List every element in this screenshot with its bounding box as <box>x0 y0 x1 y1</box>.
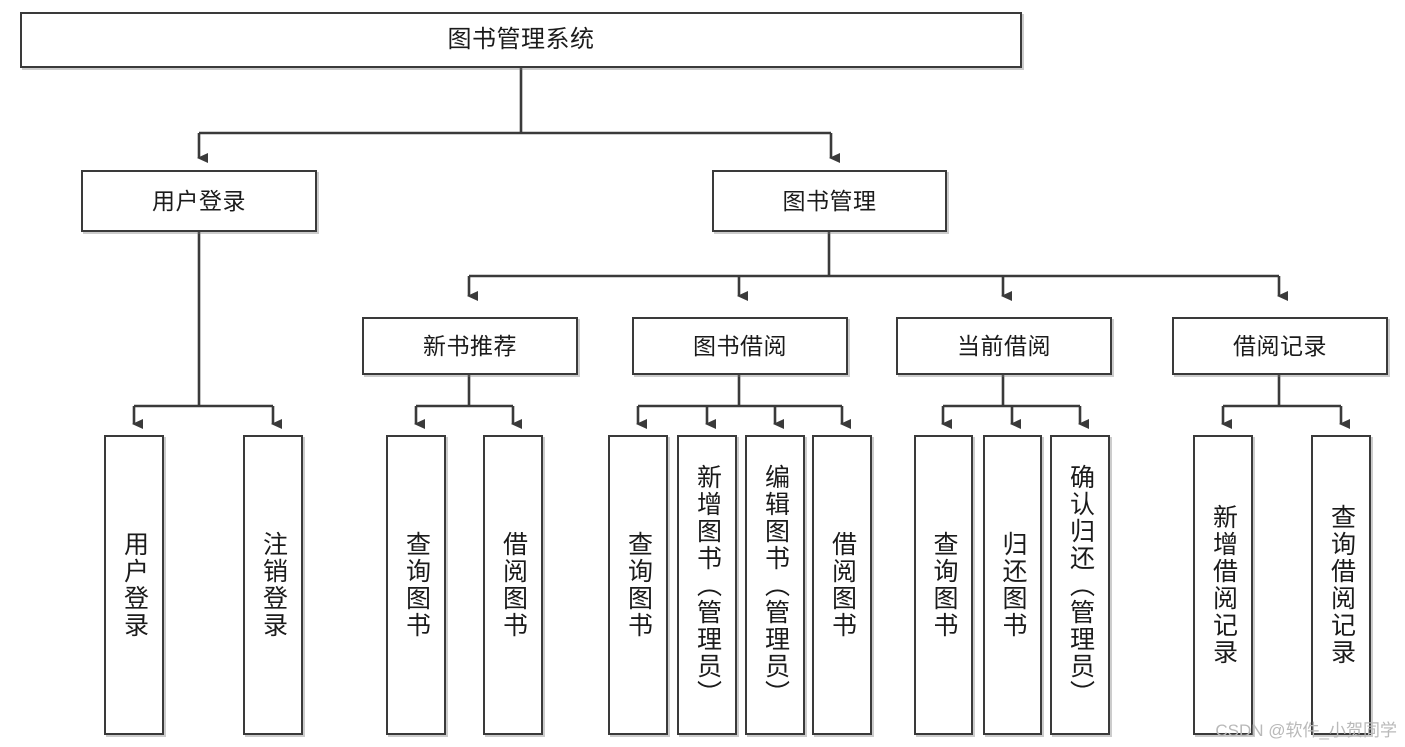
leaf-user-login-signin[interactable]: 用户登录 <box>104 435 164 735</box>
node-current-borrow[interactable]: 当前借阅 <box>896 317 1112 375</box>
node-label: 借阅记录 <box>1233 332 1327 359</box>
leaf-book-borrow-query-book[interactable]: 查询图书 <box>608 435 668 735</box>
node-root-book-management-system[interactable]: 图书管理系统 <box>20 12 1022 68</box>
node-label: 查询图书 <box>624 531 653 639</box>
node-borrow-record[interactable]: 借阅记录 <box>1172 317 1388 375</box>
node-label: 编辑图书（管理员） <box>761 463 790 707</box>
node-new-book-recommend[interactable]: 新书推荐 <box>362 317 578 375</box>
leaf-book-borrow-borrow-book[interactable]: 借阅图书 <box>812 435 872 735</box>
leaf-borrow-record-query-record[interactable]: 查询借阅记录 <box>1311 435 1371 735</box>
leaf-book-borrow-add-book-admin[interactable]: 新增图书（管理员） <box>677 435 737 735</box>
leaf-borrow-record-add-record[interactable]: 新增借阅记录 <box>1193 435 1253 735</box>
leaf-current-borrow-confirm-return-admin[interactable]: 确认归还（管理员） <box>1050 435 1110 735</box>
node-label: 借阅图书 <box>499 531 528 639</box>
leaf-new-book-borrow-book[interactable]: 借阅图书 <box>483 435 543 735</box>
node-label: 借阅图书 <box>828 531 857 639</box>
node-label: 用户登录 <box>152 187 246 214</box>
node-label: 注销登录 <box>259 531 288 639</box>
leaf-new-book-query-book[interactable]: 查询图书 <box>386 435 446 735</box>
node-label: 归还图书 <box>999 531 1027 639</box>
node-label: 图书借阅 <box>693 332 787 359</box>
node-label: 图书管理 <box>782 187 877 214</box>
node-label: 新增图书（管理员） <box>693 463 722 707</box>
watermark-text: CSDN @软件_小贺同学 <box>1215 721 1397 740</box>
leaf-current-borrow-return-book[interactable]: 归还图书 <box>983 435 1042 735</box>
leaf-book-borrow-edit-book-admin[interactable]: 编辑图书（管理员） <box>745 435 805 735</box>
node-book-borrow[interactable]: 图书借阅 <box>632 317 848 375</box>
leaf-user-login-signout[interactable]: 注销登录 <box>243 435 303 735</box>
node-label: 用户登录 <box>120 531 149 639</box>
node-book-management[interactable]: 图书管理 <box>712 170 947 232</box>
node-label: 查询借阅记录 <box>1327 504 1356 666</box>
node-label: 新增借阅记录 <box>1209 504 1238 666</box>
node-label: 新书推荐 <box>423 332 517 359</box>
node-user-login[interactable]: 用户登录 <box>81 170 317 232</box>
node-label: 查询图书 <box>930 531 958 639</box>
node-label: 确认归还（管理员） <box>1066 463 1095 707</box>
node-label: 查询图书 <box>402 531 431 639</box>
leaf-current-borrow-query-book[interactable]: 查询图书 <box>914 435 973 735</box>
node-label: 图书管理系统 <box>447 26 595 54</box>
node-label: 当前借阅 <box>957 332 1051 359</box>
